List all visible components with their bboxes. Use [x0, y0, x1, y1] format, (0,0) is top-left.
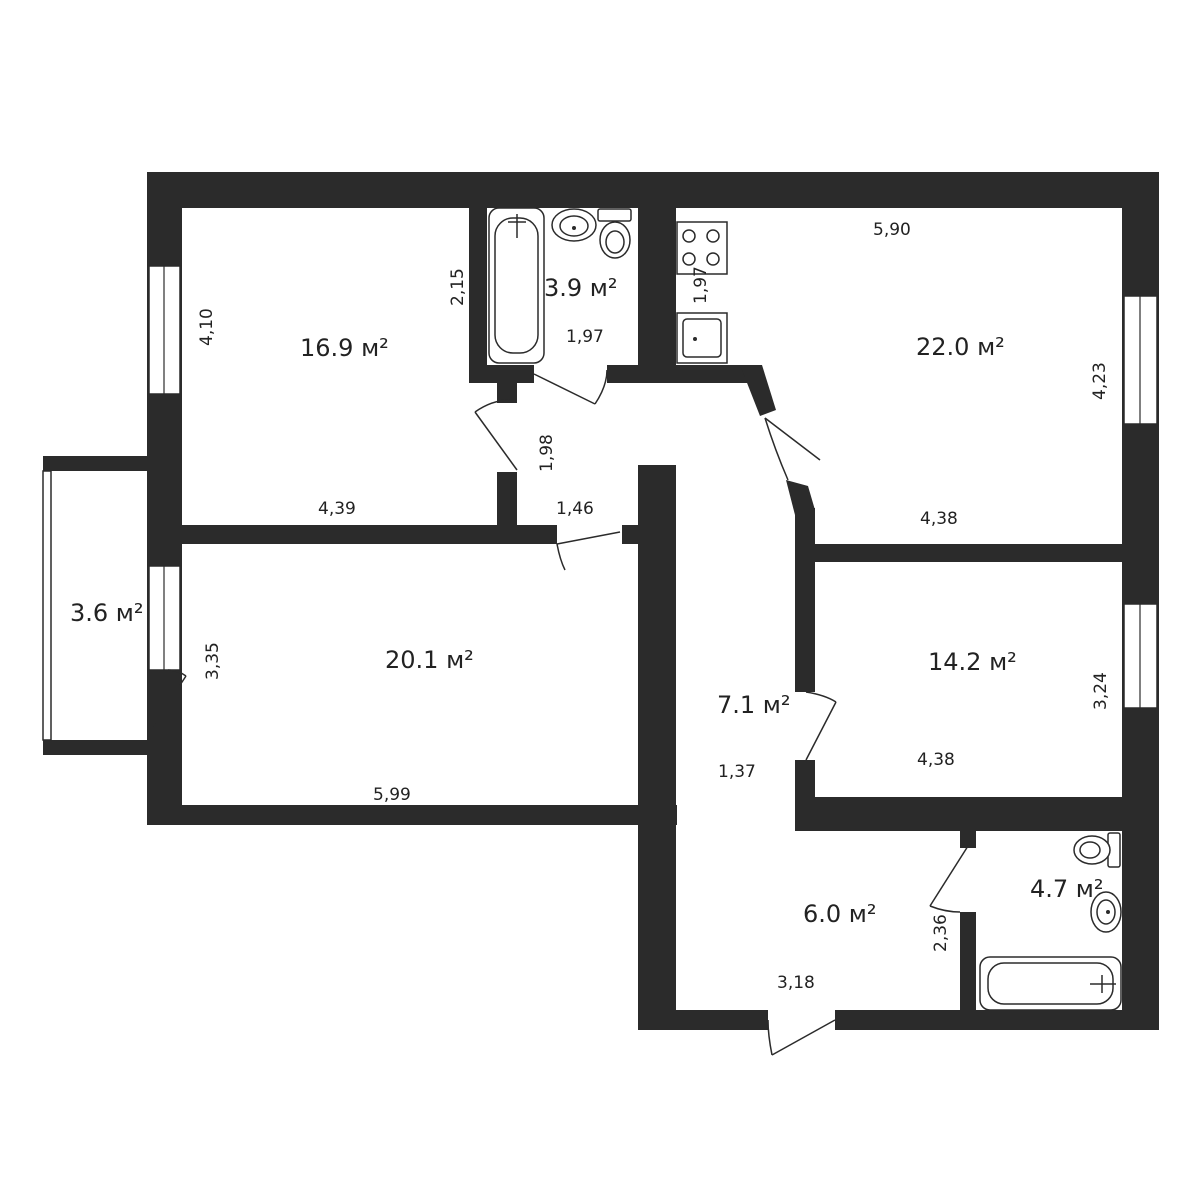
wall-kitchen-lower-stub	[795, 508, 815, 544]
wall-16-9-bottom-end	[622, 525, 642, 544]
area-room-16-9: 16.9 м²	[300, 334, 389, 362]
dim-5-90: 5,90	[873, 220, 911, 240]
door-balcony	[148, 675, 187, 733]
toilet-icon	[597, 208, 632, 259]
wall-bath-kitchen	[638, 172, 676, 382]
dim-2-15: 2,15	[448, 268, 468, 306]
dim-4-38-kitchen: 4,38	[920, 509, 958, 529]
doors	[148, 369, 969, 1056]
door-entrance	[771, 1019, 836, 1056]
dim-2-36: 2,36	[931, 914, 951, 952]
dim-4-10: 4,10	[197, 308, 217, 346]
dim-5-99: 5,99	[373, 785, 411, 805]
wall-corridor-left	[638, 465, 676, 1030]
dim-1-46: 1,46	[556, 499, 594, 519]
dim-1-37: 1,37	[718, 762, 756, 782]
wall-14-2-left-upper	[795, 544, 815, 692]
wall-bottom-hall-right	[835, 1010, 1159, 1030]
walls	[43, 172, 1159, 1030]
area-room-20-1: 20.1 м²	[385, 646, 474, 674]
door-room-16-9	[474, 411, 518, 471]
wall-bath-stub	[497, 365, 517, 403]
area-labels: 16.9 м² 3.9 м² 22.0 м² 3.6 м² 20.1 м² 14…	[70, 274, 1104, 928]
area-bath-top: 3.9 м²	[544, 274, 618, 302]
sink-icon	[551, 208, 597, 242]
wall-bath2-left	[960, 912, 976, 1030]
windows	[42, 265, 1158, 741]
sink-icon	[1090, 891, 1122, 933]
wall-balcony-top	[43, 456, 147, 471]
wall-16-9-bottom	[147, 525, 557, 544]
dim-3-35: 3,35	[203, 642, 223, 680]
dim-4-38-room: 4,38	[917, 750, 955, 770]
area-room-14-2: 14.2 м²	[928, 648, 1017, 676]
dim-1-97-kitchen: 1,97	[691, 266, 711, 304]
door-kitchen	[764, 417, 821, 461]
wall-right	[1122, 172, 1159, 832]
dimension-labels: 4,10 4,39 2,15 1,97 1,98 1,46 5,90 1,97 …	[197, 220, 1111, 993]
dim-3-24: 3,24	[1091, 672, 1111, 710]
bathtub-icon	[488, 207, 545, 364]
wall-bottom-hall-left	[638, 1010, 768, 1030]
dim-1-98: 1,98	[537, 434, 557, 472]
bathtub-icon	[979, 956, 1122, 1011]
kitchen-sink-icon	[676, 312, 728, 364]
wall-14-2-bottom	[795, 797, 1159, 831]
dim-3-18: 3,18	[777, 973, 815, 993]
dim-1-97-bath: 1,97	[566, 327, 604, 347]
door-bath-bottom	[929, 845, 969, 907]
area-bath-bottom: 4.7 м²	[1030, 875, 1104, 903]
toilet-icon	[1073, 832, 1121, 868]
dim-4-23: 4,23	[1090, 362, 1110, 400]
area-hall: 6.0 м²	[803, 900, 877, 928]
interior-walls	[147, 172, 1159, 1030]
stove-icon	[676, 221, 728, 275]
wall-kitchen-diag-bottom	[786, 480, 815, 515]
wall-balcony-bottom	[43, 740, 147, 755]
area-kitchen: 22.0 м²	[916, 333, 1005, 361]
door-room-14-2	[805, 701, 837, 761]
wall-bath-bottom-right	[607, 365, 757, 383]
area-corridor: 7.1 м²	[717, 691, 791, 719]
area-balcony: 3.6 м²	[70, 599, 144, 627]
wall-bath-left	[469, 172, 487, 382]
dim-4-39: 4,39	[318, 499, 356, 519]
door-room-20-1	[556, 531, 621, 545]
fixtures	[488, 207, 1122, 1011]
wall-kitchen-diag-top	[740, 365, 776, 416]
wall-kitchen-bottom	[795, 544, 1159, 562]
wall-bottom-left	[147, 805, 677, 825]
wall-corridor-stub	[497, 472, 517, 544]
wall-right-lower	[1122, 830, 1159, 1030]
door-bath-top	[533, 373, 596, 405]
wall-bath2-stub	[960, 830, 976, 848]
window-balcony	[42, 470, 52, 741]
